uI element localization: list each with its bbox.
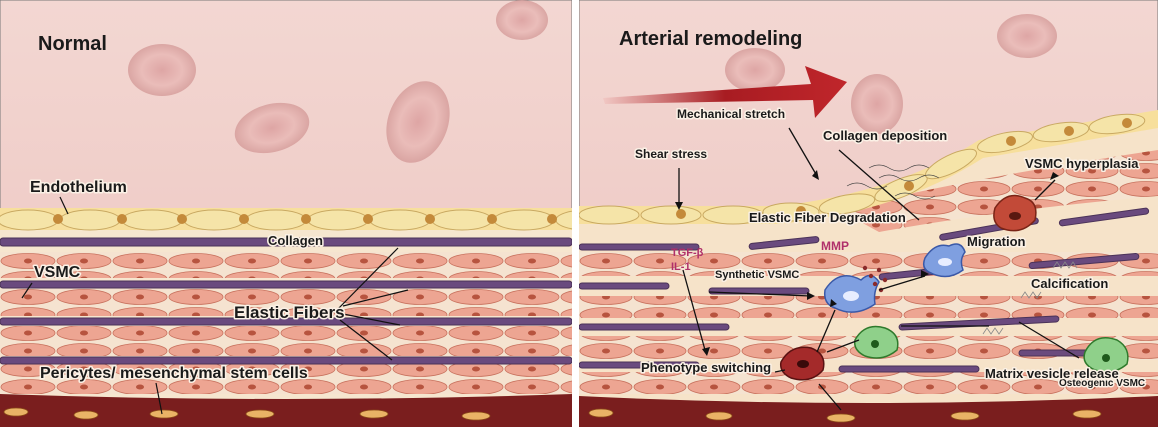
label-synthetic-vsmc: Synthetic VSMC [715, 269, 799, 281]
normal-artery-illustration: Normal Endothelium Collagen VSMC Elastic… [0, 0, 572, 427]
panel-normal: Normal Endothelium Collagen VSMC Elastic… [0, 0, 572, 427]
label-pericytes: Pericytes/ mesenchymal stem cells [40, 365, 308, 382]
label-shear-stress: Shear stress [635, 147, 707, 161]
label-vsmc: VSMC [34, 264, 81, 281]
label-endothelium: Endothelium [30, 179, 127, 196]
panel-title-normal: Normal [38, 33, 107, 55]
endothelium-cells [0, 208, 572, 230]
panel-arterial-remodeling: Arterial remodeling Mechanical stretch S… [579, 0, 1158, 427]
label-il-1: IL-1 [671, 261, 691, 273]
remodeling-artery-illustration: Arterial remodeling Mechanical stretch S… [579, 0, 1158, 427]
label-tgf-beta: TGF-β [671, 247, 704, 259]
panel-title-remodeling: Arterial remodeling [619, 28, 802, 50]
label-collagen-deposition: Collagen deposition [823, 128, 947, 143]
label-elastic-fibers: Elastic Fibers [234, 303, 345, 322]
label-vsmc-hyperplasia: VSMC hyperplasia [1025, 156, 1139, 171]
label-matrix-vesicle-release: Matrix vesicle release [985, 366, 1119, 381]
hyperplasia-vsmc-cell [994, 196, 1036, 231]
synthetic-vsmc-cell [825, 275, 879, 312]
label-mmp: MMP [821, 239, 849, 253]
label-calcification: Calcification [1031, 276, 1108, 291]
label-phenotype-switching: Phenotype switching [641, 360, 771, 375]
label-elastic-fiber-degradation: Elastic Fiber Degradation [749, 210, 906, 225]
label-collagen: Collagen [268, 233, 323, 248]
label-migration: Migration [967, 234, 1026, 249]
label-mechanical-stretch: Mechanical stretch [677, 107, 785, 121]
